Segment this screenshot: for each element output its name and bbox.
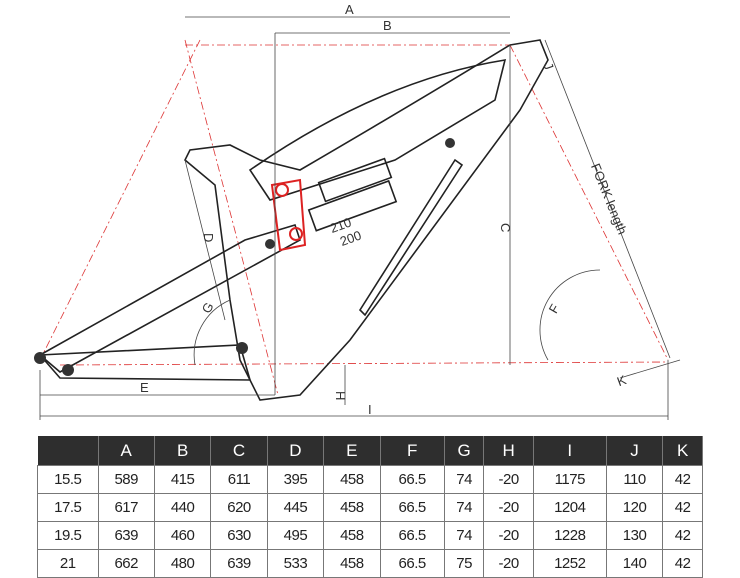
value-cell: 458 xyxy=(323,465,381,494)
value-cell: -20 xyxy=(483,465,534,494)
header-f: F xyxy=(380,436,445,466)
value-cell: 639 xyxy=(97,521,155,550)
header-a: A xyxy=(98,436,155,466)
value-cell: 1204 xyxy=(532,493,607,522)
label-g: G xyxy=(199,300,217,316)
value-cell: 395 xyxy=(266,465,325,494)
size-cell: 15.5 xyxy=(37,465,99,494)
value-cell: 74 xyxy=(443,521,485,550)
value-cell: 533 xyxy=(266,549,325,578)
size-cell: 17.5 xyxy=(37,493,99,522)
value-cell: 639 xyxy=(210,549,268,578)
header-size xyxy=(37,436,99,466)
table-header-row: A B C D E F G H I J K xyxy=(37,436,703,466)
value-cell: 415 xyxy=(153,465,212,494)
bike-frame xyxy=(34,39,549,401)
label-shock-210: 210 xyxy=(328,214,354,236)
value-cell: 445 xyxy=(266,493,325,522)
value-cell: 589 xyxy=(97,465,155,494)
value-cell: 611 xyxy=(210,465,268,494)
frame-geometry-diagram: A B C D E F G H I J K FORK length 210 20… xyxy=(34,2,681,420)
header-g: G xyxy=(444,436,485,466)
value-cell: 1175 xyxy=(532,465,607,494)
value-cell: 74 xyxy=(443,465,485,494)
size-cell: 21 xyxy=(37,549,99,578)
value-cell: -20 xyxy=(483,521,534,550)
header-j: J xyxy=(606,436,664,466)
header-c: C xyxy=(210,436,268,466)
value-cell: 480 xyxy=(153,549,212,578)
value-cell: 42 xyxy=(662,521,703,550)
value-cell: 662 xyxy=(97,549,155,578)
value-cell: 42 xyxy=(662,493,703,522)
label-j: J xyxy=(540,60,556,71)
value-cell: 66.5 xyxy=(379,549,445,578)
value-cell: 495 xyxy=(266,521,325,550)
label-b: B xyxy=(383,18,392,33)
value-cell: 617 xyxy=(97,493,155,522)
value-cell: 458 xyxy=(323,493,381,522)
label-a: A xyxy=(345,2,354,17)
header-d: D xyxy=(267,436,325,466)
label-c: C xyxy=(498,223,513,232)
label-shock-200: 200 xyxy=(338,227,364,249)
value-cell: 140 xyxy=(605,549,664,578)
header-h: H xyxy=(483,436,534,466)
value-cell: 120 xyxy=(605,493,664,522)
value-cell: 630 xyxy=(210,521,268,550)
label-k: K xyxy=(615,372,629,389)
value-cell: 66.5 xyxy=(379,521,445,550)
value-cell: 66.5 xyxy=(379,493,445,522)
value-cell: 75 xyxy=(443,549,485,578)
red-centerlines xyxy=(39,39,669,396)
header-k: K xyxy=(662,436,703,466)
header-e: E xyxy=(323,436,381,466)
label-e: E xyxy=(140,380,149,395)
value-cell: 42 xyxy=(662,549,703,578)
value-cell: 460 xyxy=(153,521,212,550)
value-cell: 42 xyxy=(662,465,703,494)
header-i: I xyxy=(533,436,607,466)
value-cell: -20 xyxy=(483,493,534,522)
value-cell: 66.5 xyxy=(379,465,445,494)
value-cell: 440 xyxy=(153,493,212,522)
value-cell: 74 xyxy=(443,493,485,522)
label-d: D xyxy=(201,233,216,242)
label-i: I xyxy=(368,402,372,417)
value-cell: 458 xyxy=(323,521,381,550)
value-cell: 1252 xyxy=(532,549,607,578)
label-fork-length: FORK length xyxy=(588,161,630,236)
header-b: B xyxy=(154,436,212,466)
value-cell: 620 xyxy=(210,493,268,522)
label-f: F xyxy=(546,301,563,315)
label-h: H xyxy=(333,391,348,400)
value-cell: 458 xyxy=(323,549,381,578)
value-cell: 1228 xyxy=(532,521,607,550)
size-cell: 19.5 xyxy=(37,521,99,550)
dimension-lines xyxy=(39,16,681,420)
value-cell: 130 xyxy=(605,521,664,550)
value-cell: 110 xyxy=(605,465,664,494)
value-cell: -20 xyxy=(483,549,534,578)
